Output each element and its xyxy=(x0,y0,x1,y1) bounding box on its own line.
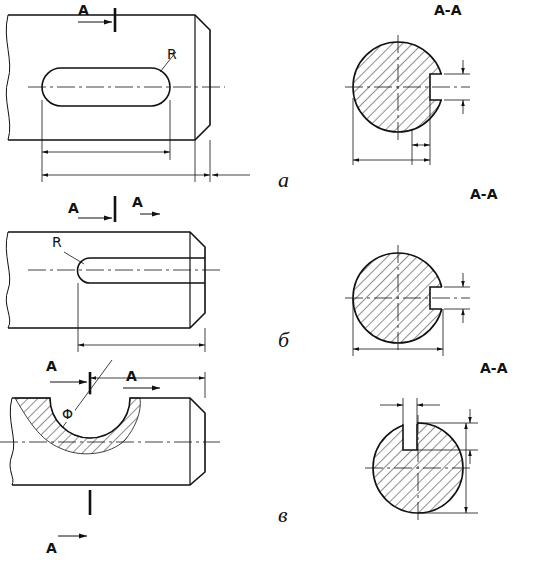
view-letter: а xyxy=(276,168,291,192)
view-b xyxy=(6,196,220,352)
break-line xyxy=(10,398,14,485)
section-a xyxy=(345,35,470,165)
section-mark xyxy=(114,8,117,32)
keyway-edge xyxy=(403,424,417,450)
section-letter: A xyxy=(76,2,91,18)
radius-symbol: R xyxy=(165,46,179,62)
key-seat xyxy=(50,398,130,438)
view-letter: в xyxy=(276,503,290,527)
section-letter: A xyxy=(124,368,139,384)
view-arrow xyxy=(58,536,87,537)
chamfer-edge xyxy=(189,232,190,328)
dimensions xyxy=(365,398,478,522)
section-title: A-A xyxy=(468,186,499,202)
section-title: A-A xyxy=(478,360,509,376)
view-arrow xyxy=(78,22,112,23)
section-mark xyxy=(89,490,92,515)
dimensions xyxy=(345,35,470,165)
radius-symbol: R xyxy=(50,234,64,250)
view-a xyxy=(6,8,250,182)
dimensions xyxy=(345,245,470,356)
view-arrow xyxy=(78,218,112,219)
break-line xyxy=(6,15,9,140)
keyway-cut xyxy=(403,418,417,450)
chamfer-edge xyxy=(194,15,195,140)
shaft-outline xyxy=(8,15,210,140)
view-letter: б xyxy=(276,328,291,352)
view-arrow xyxy=(50,382,87,383)
dimensions xyxy=(90,372,205,398)
centerline xyxy=(0,442,220,443)
dimensions xyxy=(42,100,250,182)
chamfer-edge xyxy=(189,398,190,485)
section-mark xyxy=(114,196,117,222)
centerline xyxy=(28,270,220,271)
shaft-outline xyxy=(8,232,205,328)
diameter-symbol: Φ xyxy=(60,406,75,422)
view-arrow xyxy=(123,388,160,389)
section-letter: A xyxy=(130,194,145,210)
shaft-outline xyxy=(12,398,205,485)
section-letter: A xyxy=(66,200,81,216)
keyway-slot xyxy=(78,258,206,283)
break-line xyxy=(6,232,9,328)
section-b xyxy=(345,245,470,356)
view-arrow xyxy=(140,214,160,215)
section-letter: A xyxy=(44,540,59,556)
section-c xyxy=(365,398,478,522)
centerline xyxy=(28,87,225,88)
radius-leader xyxy=(64,252,84,264)
section-title: A-A xyxy=(432,2,463,18)
dimensions xyxy=(78,283,205,352)
section-letter: A xyxy=(44,358,59,374)
view-c xyxy=(0,360,220,536)
